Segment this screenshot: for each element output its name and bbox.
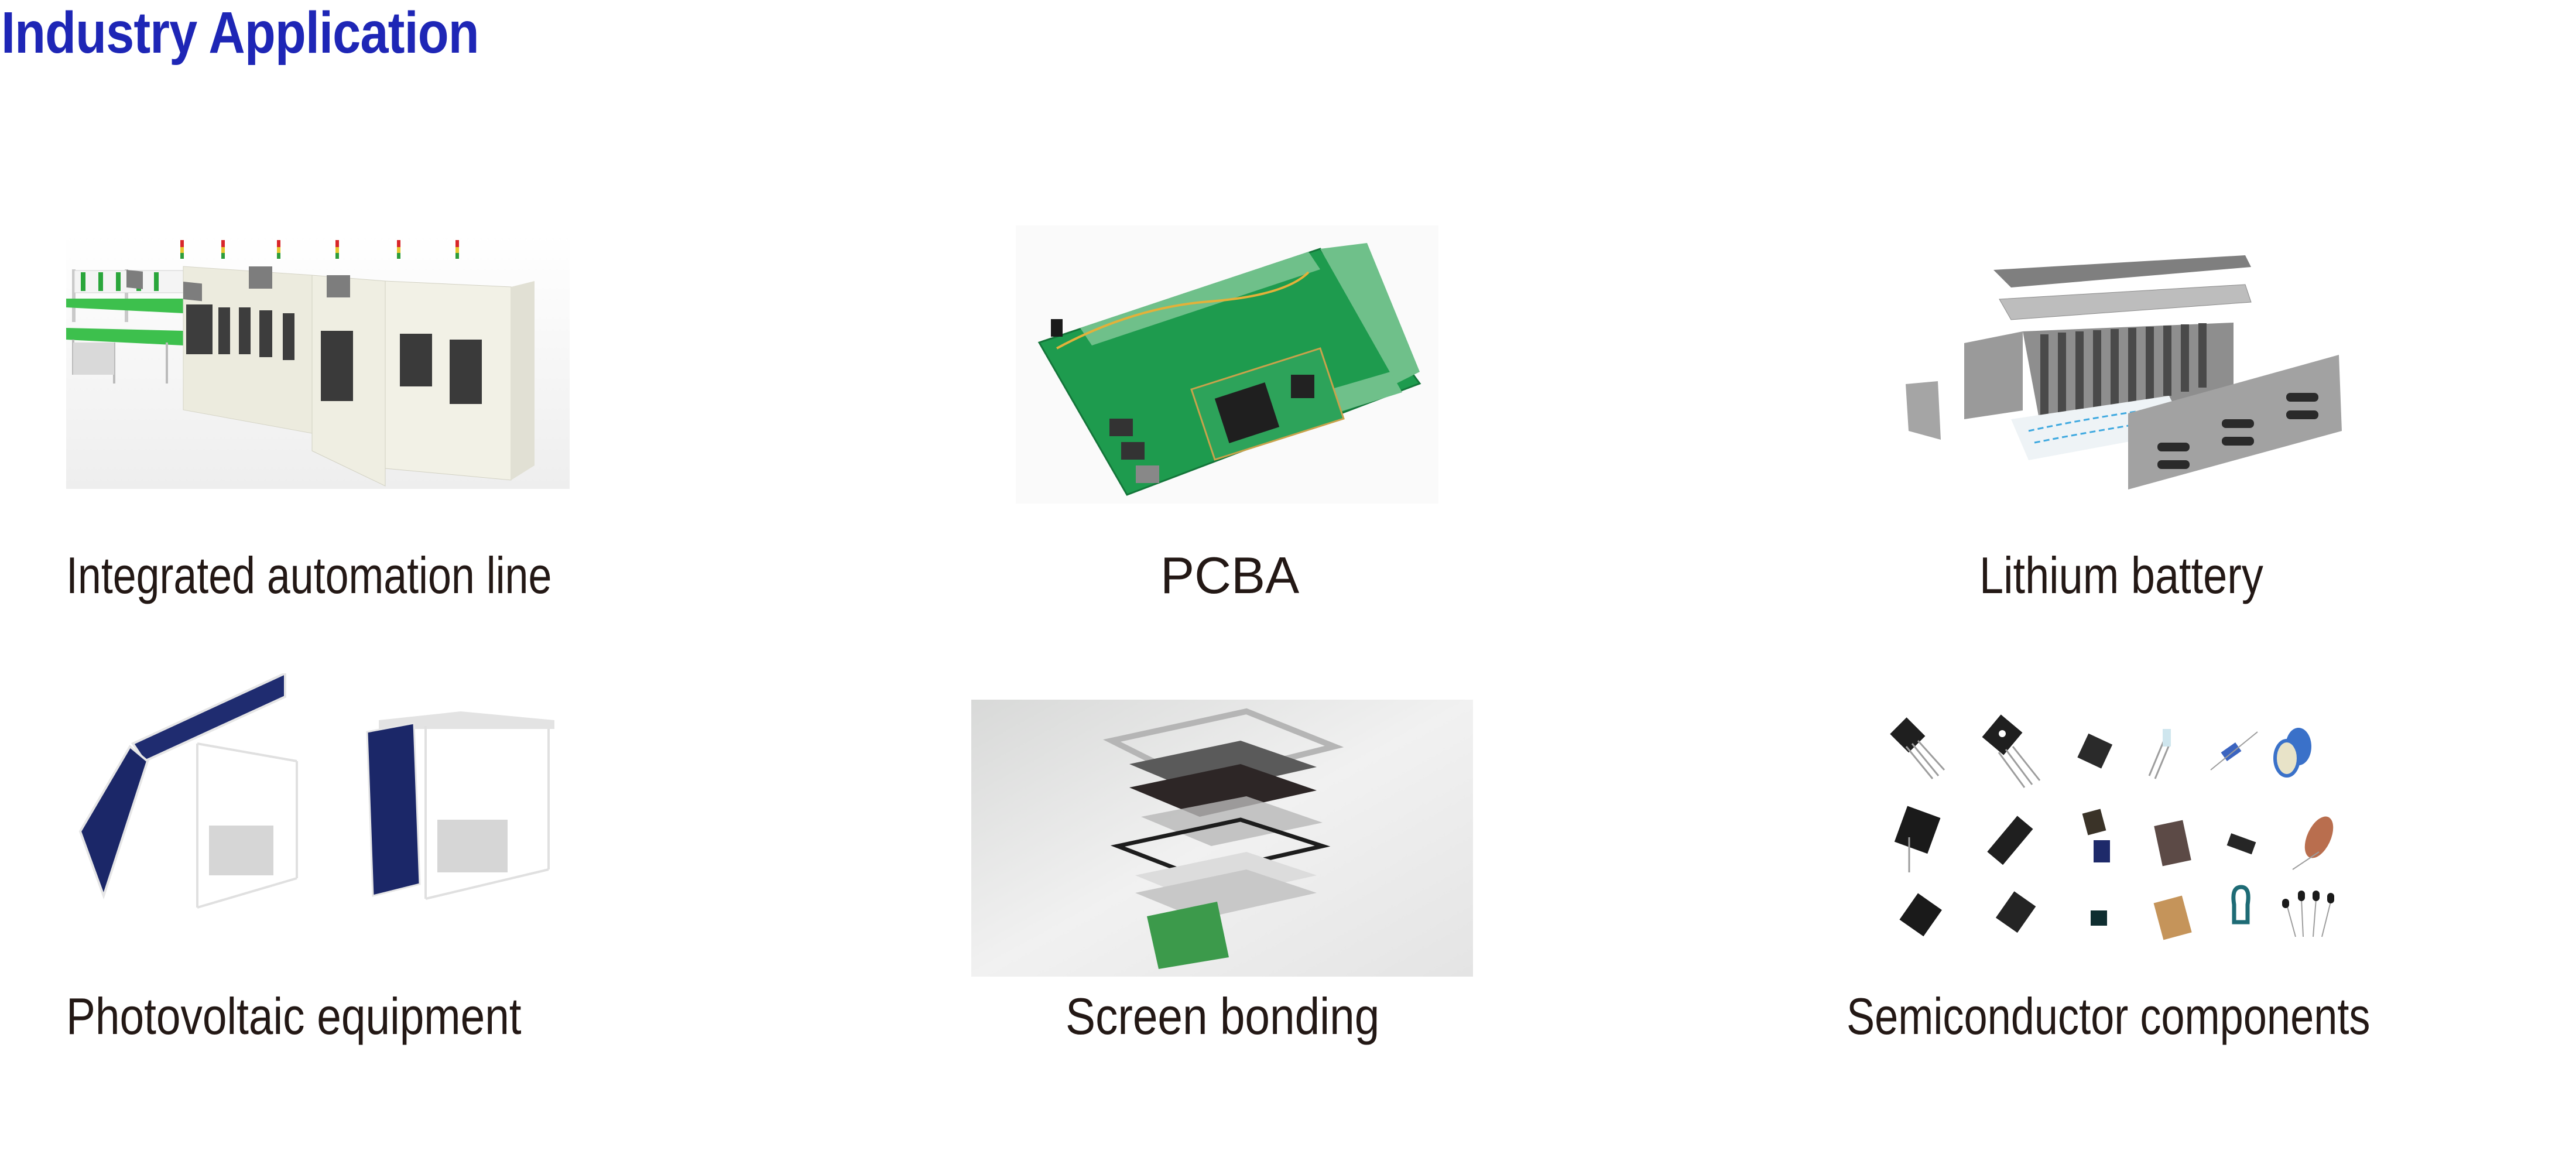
caption-lithium-battery: Lithium battery bbox=[1979, 546, 2263, 604]
electronic-components-grid-image bbox=[1883, 711, 2362, 955]
caption-integrated-automation-line: Integrated automation line bbox=[66, 546, 552, 604]
caption-semiconductor-components: Semiconductor components bbox=[1847, 987, 2371, 1045]
pcba-board-image bbox=[1016, 225, 1438, 504]
lithium-battery-pack-image bbox=[1906, 244, 2342, 491]
caption-pcba: PCBA bbox=[1160, 546, 1300, 604]
caption-photovoltaic-equipment: Photovoltaic equipment bbox=[66, 987, 522, 1045]
caption-screen-bonding: Screen bonding bbox=[1066, 987, 1380, 1045]
screen-layer-stack-image bbox=[971, 700, 1473, 977]
automation-line-image bbox=[66, 234, 570, 489]
solar-panel-rack-image bbox=[74, 673, 561, 922]
page-title: Industry Application bbox=[1, 0, 479, 66]
